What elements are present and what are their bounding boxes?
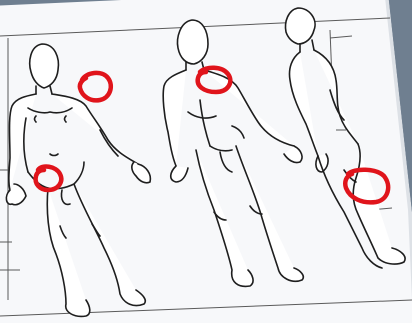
- body-diagram-photo: [0, 0, 412, 323]
